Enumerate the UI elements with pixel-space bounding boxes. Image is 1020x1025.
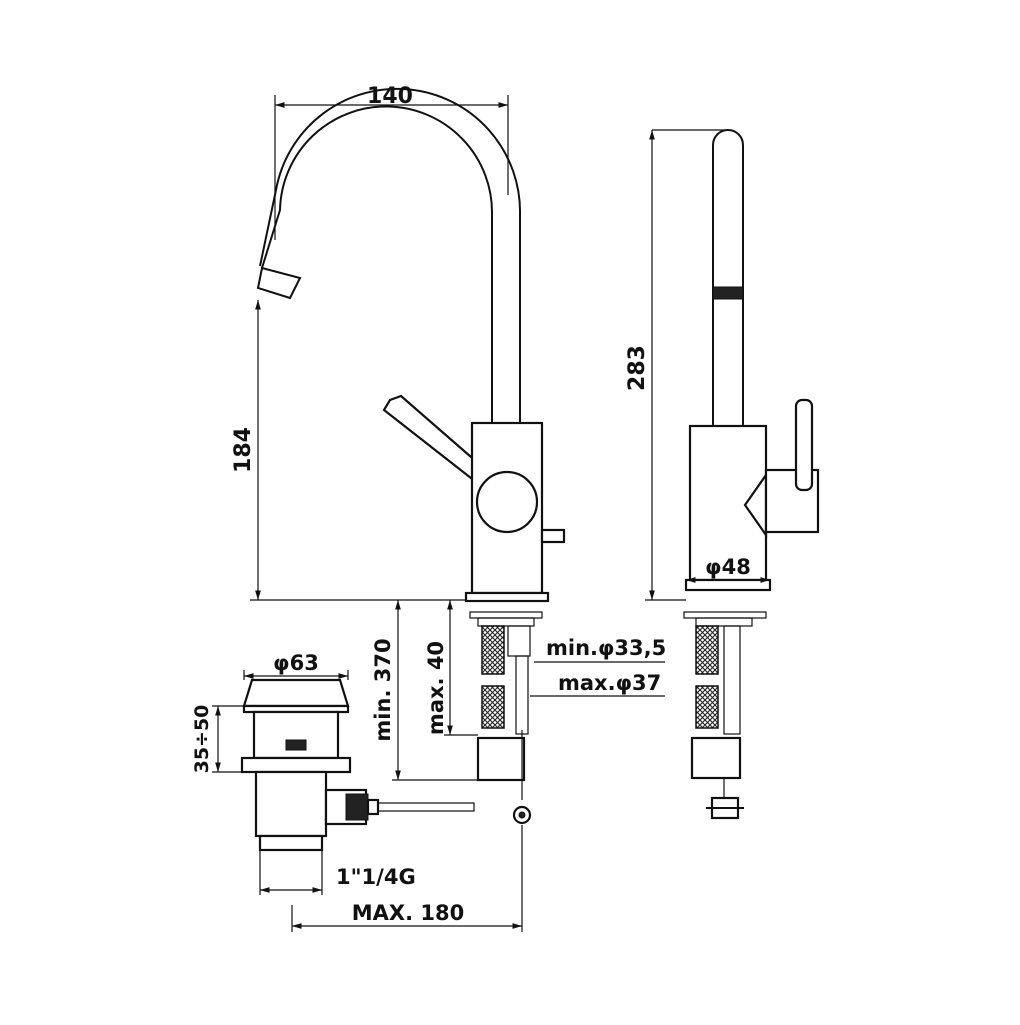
dim-spout-reach: 140 bbox=[367, 84, 413, 109]
dim-rod-length: MAX. 180 bbox=[352, 901, 464, 925]
spout-gooseneck bbox=[261, 105, 494, 423]
side-hose-upper bbox=[695, 625, 719, 675]
dim-waste-thickness: 35÷50 bbox=[191, 705, 213, 774]
dim-hole-min: min.φ33,5 bbox=[546, 636, 666, 660]
flex-hose-left-upper bbox=[481, 625, 505, 675]
waste-flange bbox=[252, 710, 340, 760]
washer bbox=[469, 611, 543, 619]
faucet-base bbox=[464, 591, 550, 603]
popup-waste bbox=[240, 678, 475, 852]
side-base bbox=[684, 578, 772, 592]
dim-waste-diameter: φ63 bbox=[273, 651, 319, 675]
spout-aerator bbox=[256, 266, 302, 300]
nut bbox=[477, 617, 535, 627]
dim-spout-height: 184 bbox=[231, 427, 256, 473]
side-lever bbox=[794, 398, 814, 492]
side-fitting bbox=[690, 736, 742, 780]
hose-fitting bbox=[476, 736, 526, 782]
side-spout bbox=[712, 129, 744, 426]
dim-base-diameter: φ48 bbox=[705, 555, 751, 579]
dim-hole-max: max.φ37 bbox=[558, 671, 661, 695]
waste-tail bbox=[258, 834, 324, 852]
waste-body bbox=[254, 770, 328, 838]
side-aerator bbox=[712, 286, 744, 300]
dim-overall-height: 283 bbox=[625, 345, 650, 391]
lever-handle bbox=[382, 394, 488, 484]
waste-nut bbox=[240, 756, 352, 774]
handle-hub bbox=[475, 470, 539, 534]
dim-shank-length: max. 40 bbox=[424, 641, 448, 735]
waste-rod bbox=[377, 802, 475, 812]
shank bbox=[507, 625, 531, 657]
waste-cap bbox=[242, 678, 350, 708]
dim-waste-thread: 1"1/4G bbox=[336, 865, 416, 889]
dimensions bbox=[212, 95, 770, 932]
popup-knob bbox=[540, 528, 566, 544]
spout-gooseneck-inner bbox=[259, 87, 522, 423]
side-hose-lower bbox=[695, 685, 719, 729]
dim-flex-hose-length: min. 370 bbox=[371, 638, 395, 741]
threaded-rod bbox=[515, 655, 529, 735]
side-view-faucet bbox=[683, 129, 820, 820]
flex-hose-left-lower bbox=[481, 685, 505, 729]
front-view-faucet bbox=[256, 87, 566, 825]
